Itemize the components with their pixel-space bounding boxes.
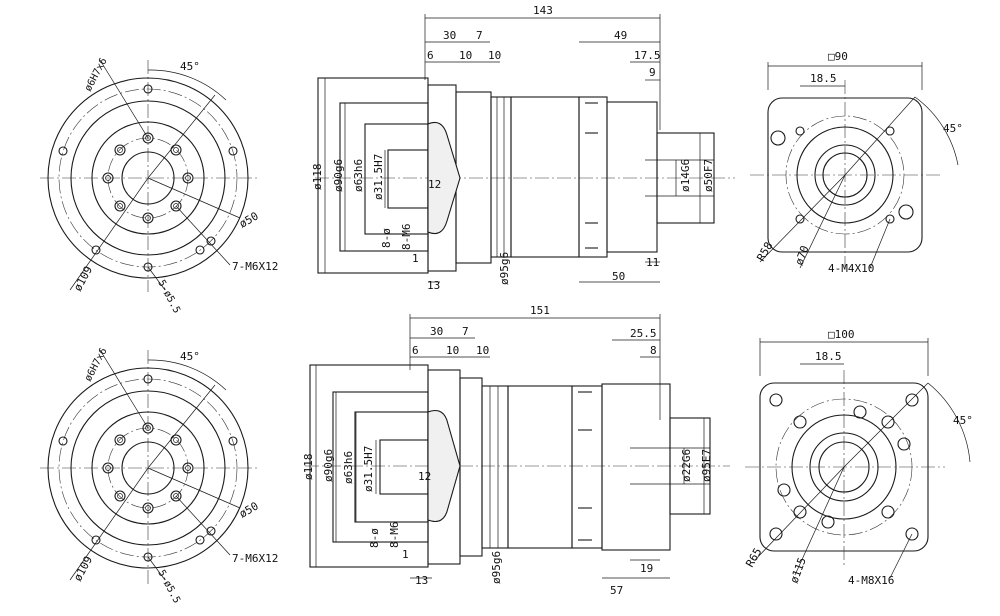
dim-10b: 10 xyxy=(488,49,501,62)
dim-13: 13 xyxy=(427,279,440,292)
dim-50: 50 xyxy=(612,270,625,283)
dia-63h6: ø63h6 xyxy=(342,451,355,484)
flange-pcd-label: ø70 xyxy=(793,244,812,267)
dia-118: ø118 xyxy=(302,454,315,481)
dia-90g6: ø90g6 xyxy=(332,159,345,192)
dim-10a: 10 xyxy=(446,344,459,357)
flange-square-label: □90 xyxy=(828,50,848,63)
dim-57: 57 xyxy=(610,584,623,597)
flange-angle-label: 45° xyxy=(943,122,963,135)
dim-13: 13 xyxy=(415,574,428,587)
dia-31-5: ø31.5H7 xyxy=(372,154,385,200)
flange-square-label: □100 xyxy=(828,328,855,341)
label-tapped-holes: 7-M6X12 xyxy=(232,260,278,273)
side-view-1: 143 30 7 6 10 10 49 17.5 9 ø118 ø90g6 ø6… xyxy=(311,4,735,292)
dim-30: 30 xyxy=(443,29,456,42)
dia-118: ø118 xyxy=(311,164,324,191)
dim-6: 6 xyxy=(412,344,419,357)
dia-22g6: ø22G6 xyxy=(680,449,693,482)
dim-overall-length: 151 xyxy=(530,304,550,317)
dim-6: 6 xyxy=(427,49,434,62)
dim-10b: 10 xyxy=(476,344,489,357)
dim-30: 30 xyxy=(430,325,443,338)
dim-17-5: 17.5 xyxy=(634,49,661,62)
dia-95g6: ø95g6 xyxy=(490,551,503,584)
label-mount-holes: 5-ø5.5 xyxy=(155,568,182,605)
dim-1: 1 xyxy=(412,252,419,265)
dim-49: 49 xyxy=(614,29,627,42)
dim-8phi: 8-ø xyxy=(380,228,393,248)
dia-63h6: ø63h6 xyxy=(352,159,365,192)
dim-overall-length: 143 xyxy=(533,4,553,17)
dim-10a: 10 xyxy=(459,49,472,62)
dim-1: 1 xyxy=(402,548,409,561)
dim-8m6: 8-M6 xyxy=(388,522,401,549)
dia-14g6: ø14G6 xyxy=(679,159,692,192)
dim-12: 12 xyxy=(428,178,441,191)
dim-12: 12 xyxy=(418,470,431,483)
dia-50f7: ø50F7 xyxy=(702,159,715,192)
front-view-2: ø6H7x6 45° ø50 7-M6X12 ø109 5-ø5.5 xyxy=(40,346,278,605)
flange-offset-label: 18.5 xyxy=(810,72,837,85)
flange-radius-label: R65 xyxy=(743,546,764,570)
dim-25-5: 25.5 xyxy=(630,327,657,340)
dia-95e7: ø95E7 xyxy=(700,449,713,482)
front-view-1: ø6H7x6 45° ø50 7-M6X12 ø109 5-ø5.5 xyxy=(40,56,278,315)
flange-view-2: □100 18.5 45° R65 ø115 4-M8X16 xyxy=(743,328,973,587)
dim-8phi: 8-ø xyxy=(368,528,381,548)
flange-pcd-label: ø115 xyxy=(788,556,809,585)
label-outer-diameter: ø109 xyxy=(71,264,95,294)
dim-19: 19 xyxy=(640,562,653,575)
flange-radius-label: R58 xyxy=(754,240,775,264)
flange-view-1: □90 18.5 45° R58 ø70 4-M4X10 xyxy=(750,50,963,275)
label-tapped-holes: 7-M6X12 xyxy=(232,552,278,565)
flange-tapped-label: 4-M8X16 xyxy=(848,574,894,587)
label-pcd-angle: 45° xyxy=(180,350,200,363)
label-pcd: ø50 xyxy=(237,209,261,230)
dim-8: 8 xyxy=(650,344,657,357)
label-pcd: ø50 xyxy=(237,499,261,520)
dia-90g6: ø90g6 xyxy=(322,449,335,482)
dia-31-5: ø31.5H7 xyxy=(362,446,375,492)
dim-7: 7 xyxy=(462,325,469,338)
label-outer-diameter: ø109 xyxy=(71,554,95,584)
side-view-2: 151 30 7 6 10 10 25.5 8 ø118 ø90g6 ø63h6… xyxy=(302,304,730,597)
label-mount-holes: 5-ø5.5 xyxy=(155,278,182,315)
dia-95g6: ø95g6 xyxy=(498,252,511,285)
dim-8m6: 8-M6 xyxy=(400,224,413,251)
dim-7: 7 xyxy=(476,29,483,42)
dim-11: 11 xyxy=(646,256,659,269)
dim-9: 9 xyxy=(649,66,656,79)
flange-offset-label: 18.5 xyxy=(815,350,842,363)
flange-tapped-label: 4-M4X10 xyxy=(828,262,874,275)
flange-angle-label: 45° xyxy=(953,414,973,427)
label-pcd-angle: 45° xyxy=(180,60,200,73)
